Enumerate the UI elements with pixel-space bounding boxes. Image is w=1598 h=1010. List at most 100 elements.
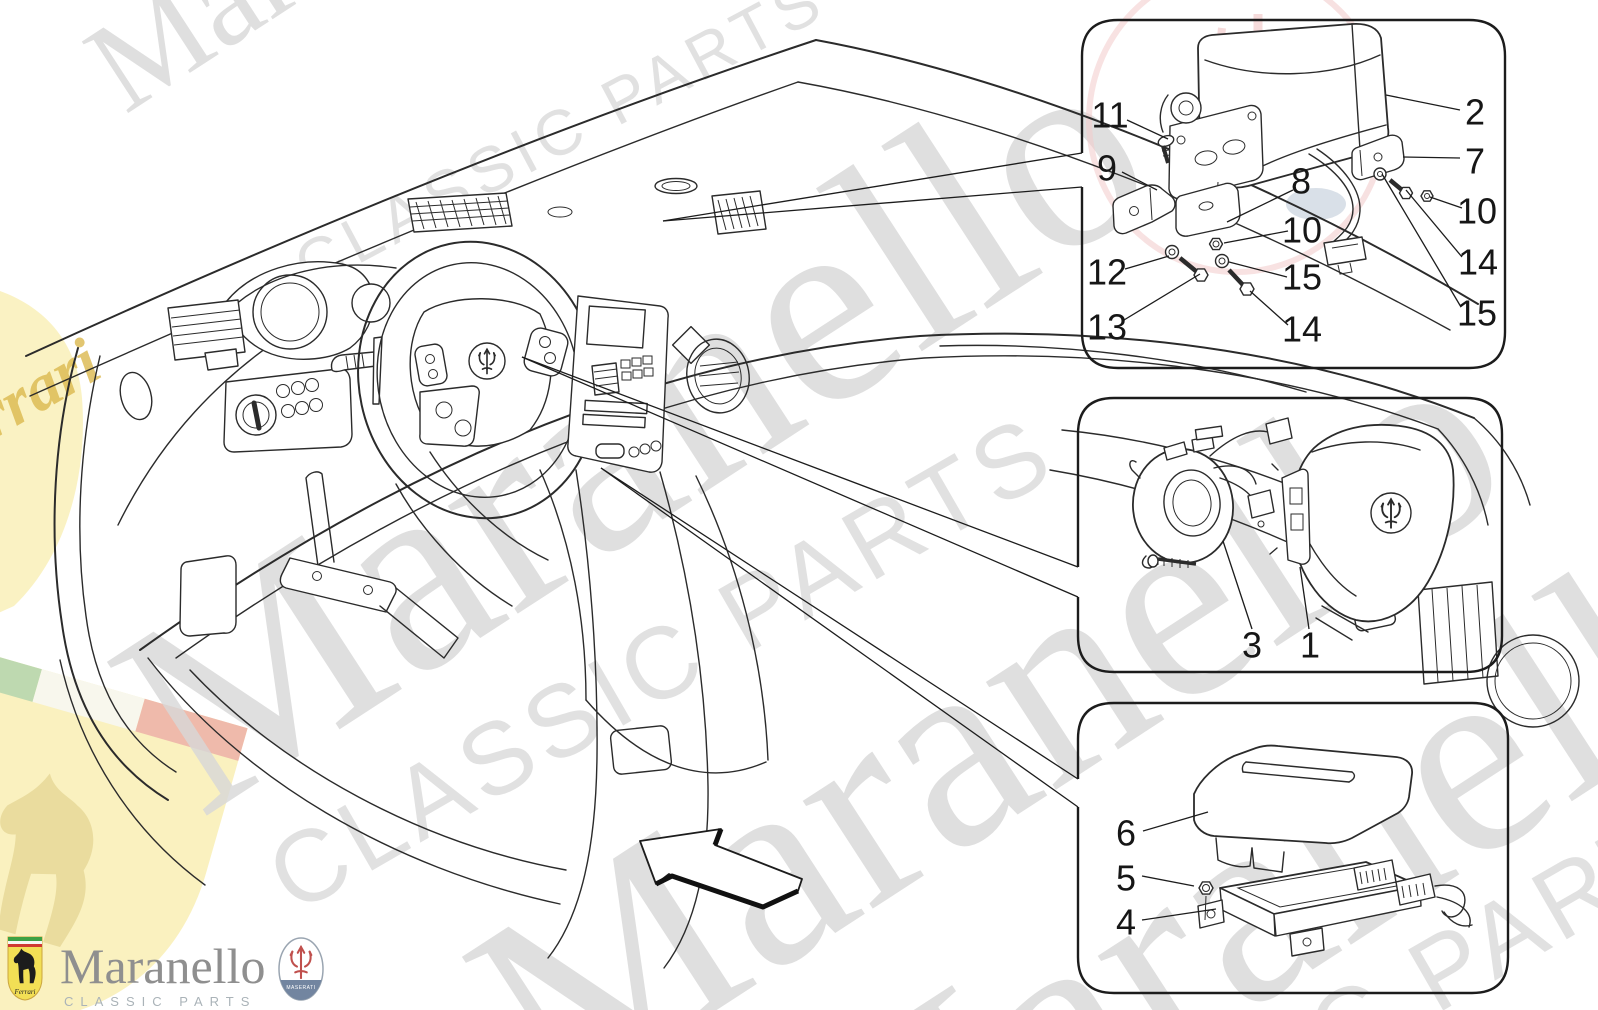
callout-leader-passenger-airbag-assembly-11 [1126,119,1169,140]
washer-15 [1214,253,1230,269]
console-tray [609,725,673,775]
door-pull [119,371,153,421]
windshield-line [25,39,817,357]
inflator-end [1170,92,1202,124]
console-button [595,443,625,459]
turn-signal-stalk [330,351,377,373]
detail-box-driver-airbag [1076,396,1504,674]
ecu-connector [1395,873,1436,906]
airbag-side-bracket [1281,468,1311,565]
nut-10 [1208,237,1224,251]
door-speaker [1486,634,1580,728]
callout-passenger-airbag-assembly-14[interactable]: 14 [1458,242,1498,283]
footer-brand-tagline: CLASSIC PARTS [64,994,257,1009]
dash-speaker [654,177,698,195]
callout-airbag-ecu-6[interactable]: 6 [1116,813,1136,854]
callout-airbag-ecu-4[interactable]: 4 [1116,902,1136,943]
ferrari-logo: Ferrari [7,936,43,1001]
lower-panel-bracket [279,471,459,659]
mounting-plate [1168,104,1264,200]
callout-passenger-airbag-assembly-2[interactable]: 2 [1465,92,1485,133]
detail-box-passenger-airbag [1080,18,1507,370]
callout-passenger-airbag-assembly-11[interactable]: 11 [1091,95,1128,136]
callout-passenger-airbag-assembly-14[interactable]: 14 [1282,309,1322,350]
direction-arrow-icon [639,828,803,910]
callout-leader-airbag-ecu-6 [1142,811,1209,832]
steering-wheel [357,240,599,520]
callout-leader-passenger-airbag-assembly-8 [1226,189,1294,223]
callout-leader-driver-airbag-and-clock-spring-3 [1222,540,1253,630]
brand-footer: Ferrari Maranello CLASSIC PARTS MASERATI [6,936,325,1009]
callout-passenger-airbag-assembly-10[interactable]: 10 [1282,210,1322,251]
nav-screen [586,305,646,349]
callout-passenger-airbag-assembly-10[interactable]: 10 [1457,191,1497,232]
washer-12 [1164,244,1180,260]
detail-box-ecu [1076,701,1510,995]
dashboard-illustration [25,39,1580,969]
washer-15-right [1373,167,1387,181]
callout-leader-passenger-airbag-assembly-10 [1223,230,1289,244]
door-armrest [179,555,237,637]
instrument-cluster [221,261,397,360]
maserati-label: MASERATI [287,985,316,991]
callout-airbag-ecu-5[interactable]: 5 [1116,858,1136,899]
callout-leader-passenger-airbag-assembly-13 [1123,273,1201,321]
bolt-13 [1178,256,1209,282]
mounting-tab [1197,899,1225,929]
defroster-vent [711,190,767,235]
bracket-9 [1112,184,1176,235]
maserati-logo: MASERATI [278,937,325,1001]
ferrari-shield-watermark-bottom [0,640,248,1010]
ecu-unit [1197,859,1473,957]
callout-leader-passenger-airbag-assembly-2 [1385,94,1461,111]
footer-brand-name: Maranello [60,938,266,994]
mounting-tab [1289,927,1325,957]
clock-spring-screw [1147,554,1197,568]
callout-leader-airbag-ecu-5 [1141,875,1195,887]
ferrari-label: Ferrari [14,988,36,996]
center-stack [567,295,669,473]
center-vent [686,338,750,414]
driver-airbag-module [1269,423,1455,641]
nut-5 [1198,881,1214,921]
callout-leader-passenger-airbag-assembly-10 [1429,196,1463,209]
callout-leader-passenger-airbag-assembly-14 [1249,290,1289,326]
airbag-harness [1308,148,1367,275]
dash-sensor [547,206,573,218]
callout-passenger-airbag-assembly-12[interactable]: 12 [1087,252,1127,293]
spoke-left [414,343,448,387]
ignition-panel [223,368,353,453]
detail-leader-lines [521,152,1083,808]
callout-driver-airbag-and-clock-spring-1[interactable]: 1 [1300,625,1320,666]
door-edge [53,347,169,801]
speaker-grille [407,192,513,233]
callout-driver-airbag-and-clock-spring-3[interactable]: 3 [1242,625,1262,666]
gauge-dial-small [351,283,391,323]
spoke-right [523,327,569,377]
ecu-cover [1193,744,1413,873]
screw-11 [1157,134,1175,164]
hazard-button [671,325,711,365]
callout-passenger-airbag-assembly-8[interactable]: 8 [1291,161,1311,202]
callout-passenger-airbag-assembly-13[interactable]: 13 [1087,307,1127,348]
callout-leader-passenger-airbag-assembly-12 [1124,255,1170,270]
air-vent-left [167,299,246,371]
callout-leader-passenger-airbag-assembly-7 [1402,156,1461,159]
bracket-7 [1351,134,1405,181]
callout-leader-passenger-airbag-assembly-14 [1405,189,1463,258]
callout-passenger-airbag-assembly-9[interactable]: 9 [1097,148,1117,189]
callout-leader-passenger-airbag-assembly-15 [1381,173,1462,308]
callout-leader-passenger-airbag-assembly-15 [1228,261,1288,278]
callout-leader-passenger-airbag-assembly-9 [1121,171,1158,191]
callout-leader-airbag-ecu-4 [1141,908,1217,921]
callout-passenger-airbag-assembly-7[interactable]: 7 [1465,141,1485,182]
callout-passenger-airbag-assembly-15[interactable]: 15 [1457,293,1497,334]
radio-buttons [620,355,654,381]
dashboard-top-edge [139,332,1475,651]
nut-10-right [1420,190,1434,202]
air-vent-right [1417,581,1499,685]
callout-passenger-airbag-assembly-15[interactable]: 15 [1282,257,1322,298]
connector [1247,489,1275,519]
